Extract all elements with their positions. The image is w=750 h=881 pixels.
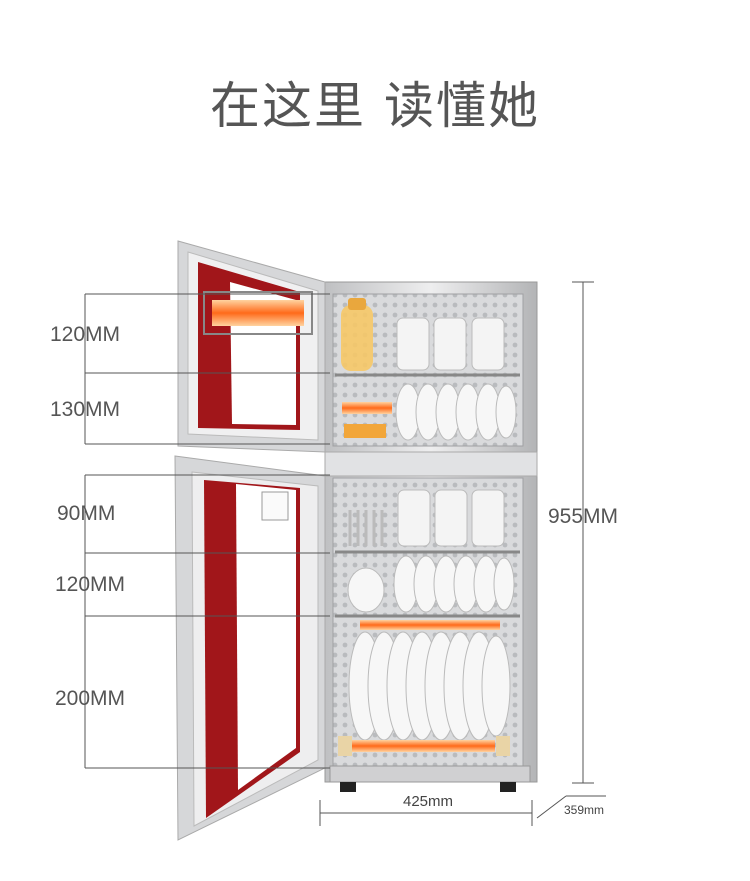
bowls-upper [395,383,517,441]
depth-dimension-line [536,795,606,819]
door-label [261,491,289,521]
dim-label-lower-3: 200MM [55,687,126,710]
foot-right [500,782,516,792]
foot-left [340,782,356,792]
middle-divider [324,451,538,477]
dim-label-lower-1: 90MM [57,502,116,525]
lower-heater-bottom [345,740,495,752]
width-label: 425mm [403,793,454,810]
utensils [348,510,384,546]
page-title: 在这里 读懂她 [210,77,540,135]
cups-lower [397,489,505,547]
door-heater-basket [203,291,313,335]
plates [348,631,511,741]
height-dimension-line [572,281,594,784]
dim-label-upper-2: 130MM [50,398,121,421]
depth-label: 359mm [564,803,605,817]
bowls-lower [347,555,515,613]
lower-heater-top [360,620,500,630]
cabinet-base [329,765,531,783]
dim-label-upper-1: 120MM [50,323,121,346]
bottle [341,305,373,371]
left-dimension-lines [84,293,330,769]
height-label: 955MM [548,505,619,528]
cups-upper [396,317,505,371]
upper-heater [342,402,392,414]
width-dimension-line [319,800,533,826]
dim-label-lower-2: 120MM [55,573,126,596]
